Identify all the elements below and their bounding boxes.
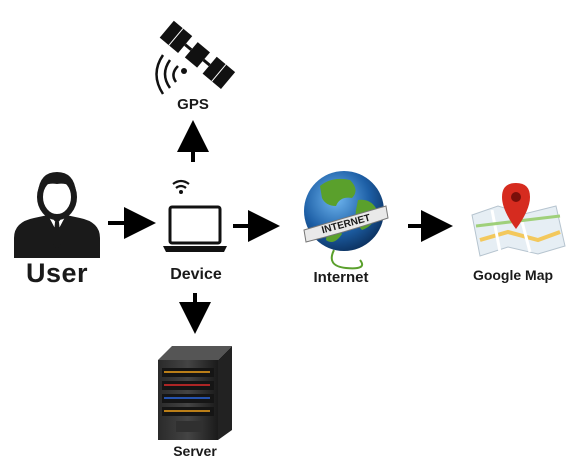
gps-label: GPS bbox=[177, 96, 209, 113]
wifi-icon bbox=[172, 179, 190, 194]
signal-waves-icon bbox=[155, 54, 187, 95]
server-label: Server bbox=[173, 443, 217, 459]
google-map-label: Google Map bbox=[472, 267, 554, 283]
server-icon bbox=[158, 346, 232, 440]
device-label: Device bbox=[170, 266, 222, 283]
user-icon bbox=[14, 172, 100, 258]
satellite-icon bbox=[159, 20, 236, 90]
globe-icon: INTERNET bbox=[303, 171, 389, 270]
user-label: User bbox=[25, 258, 89, 288]
laptop-icon bbox=[163, 205, 227, 252]
internet-label: Internet bbox=[313, 269, 369, 286]
map-pin-icon bbox=[471, 183, 566, 257]
